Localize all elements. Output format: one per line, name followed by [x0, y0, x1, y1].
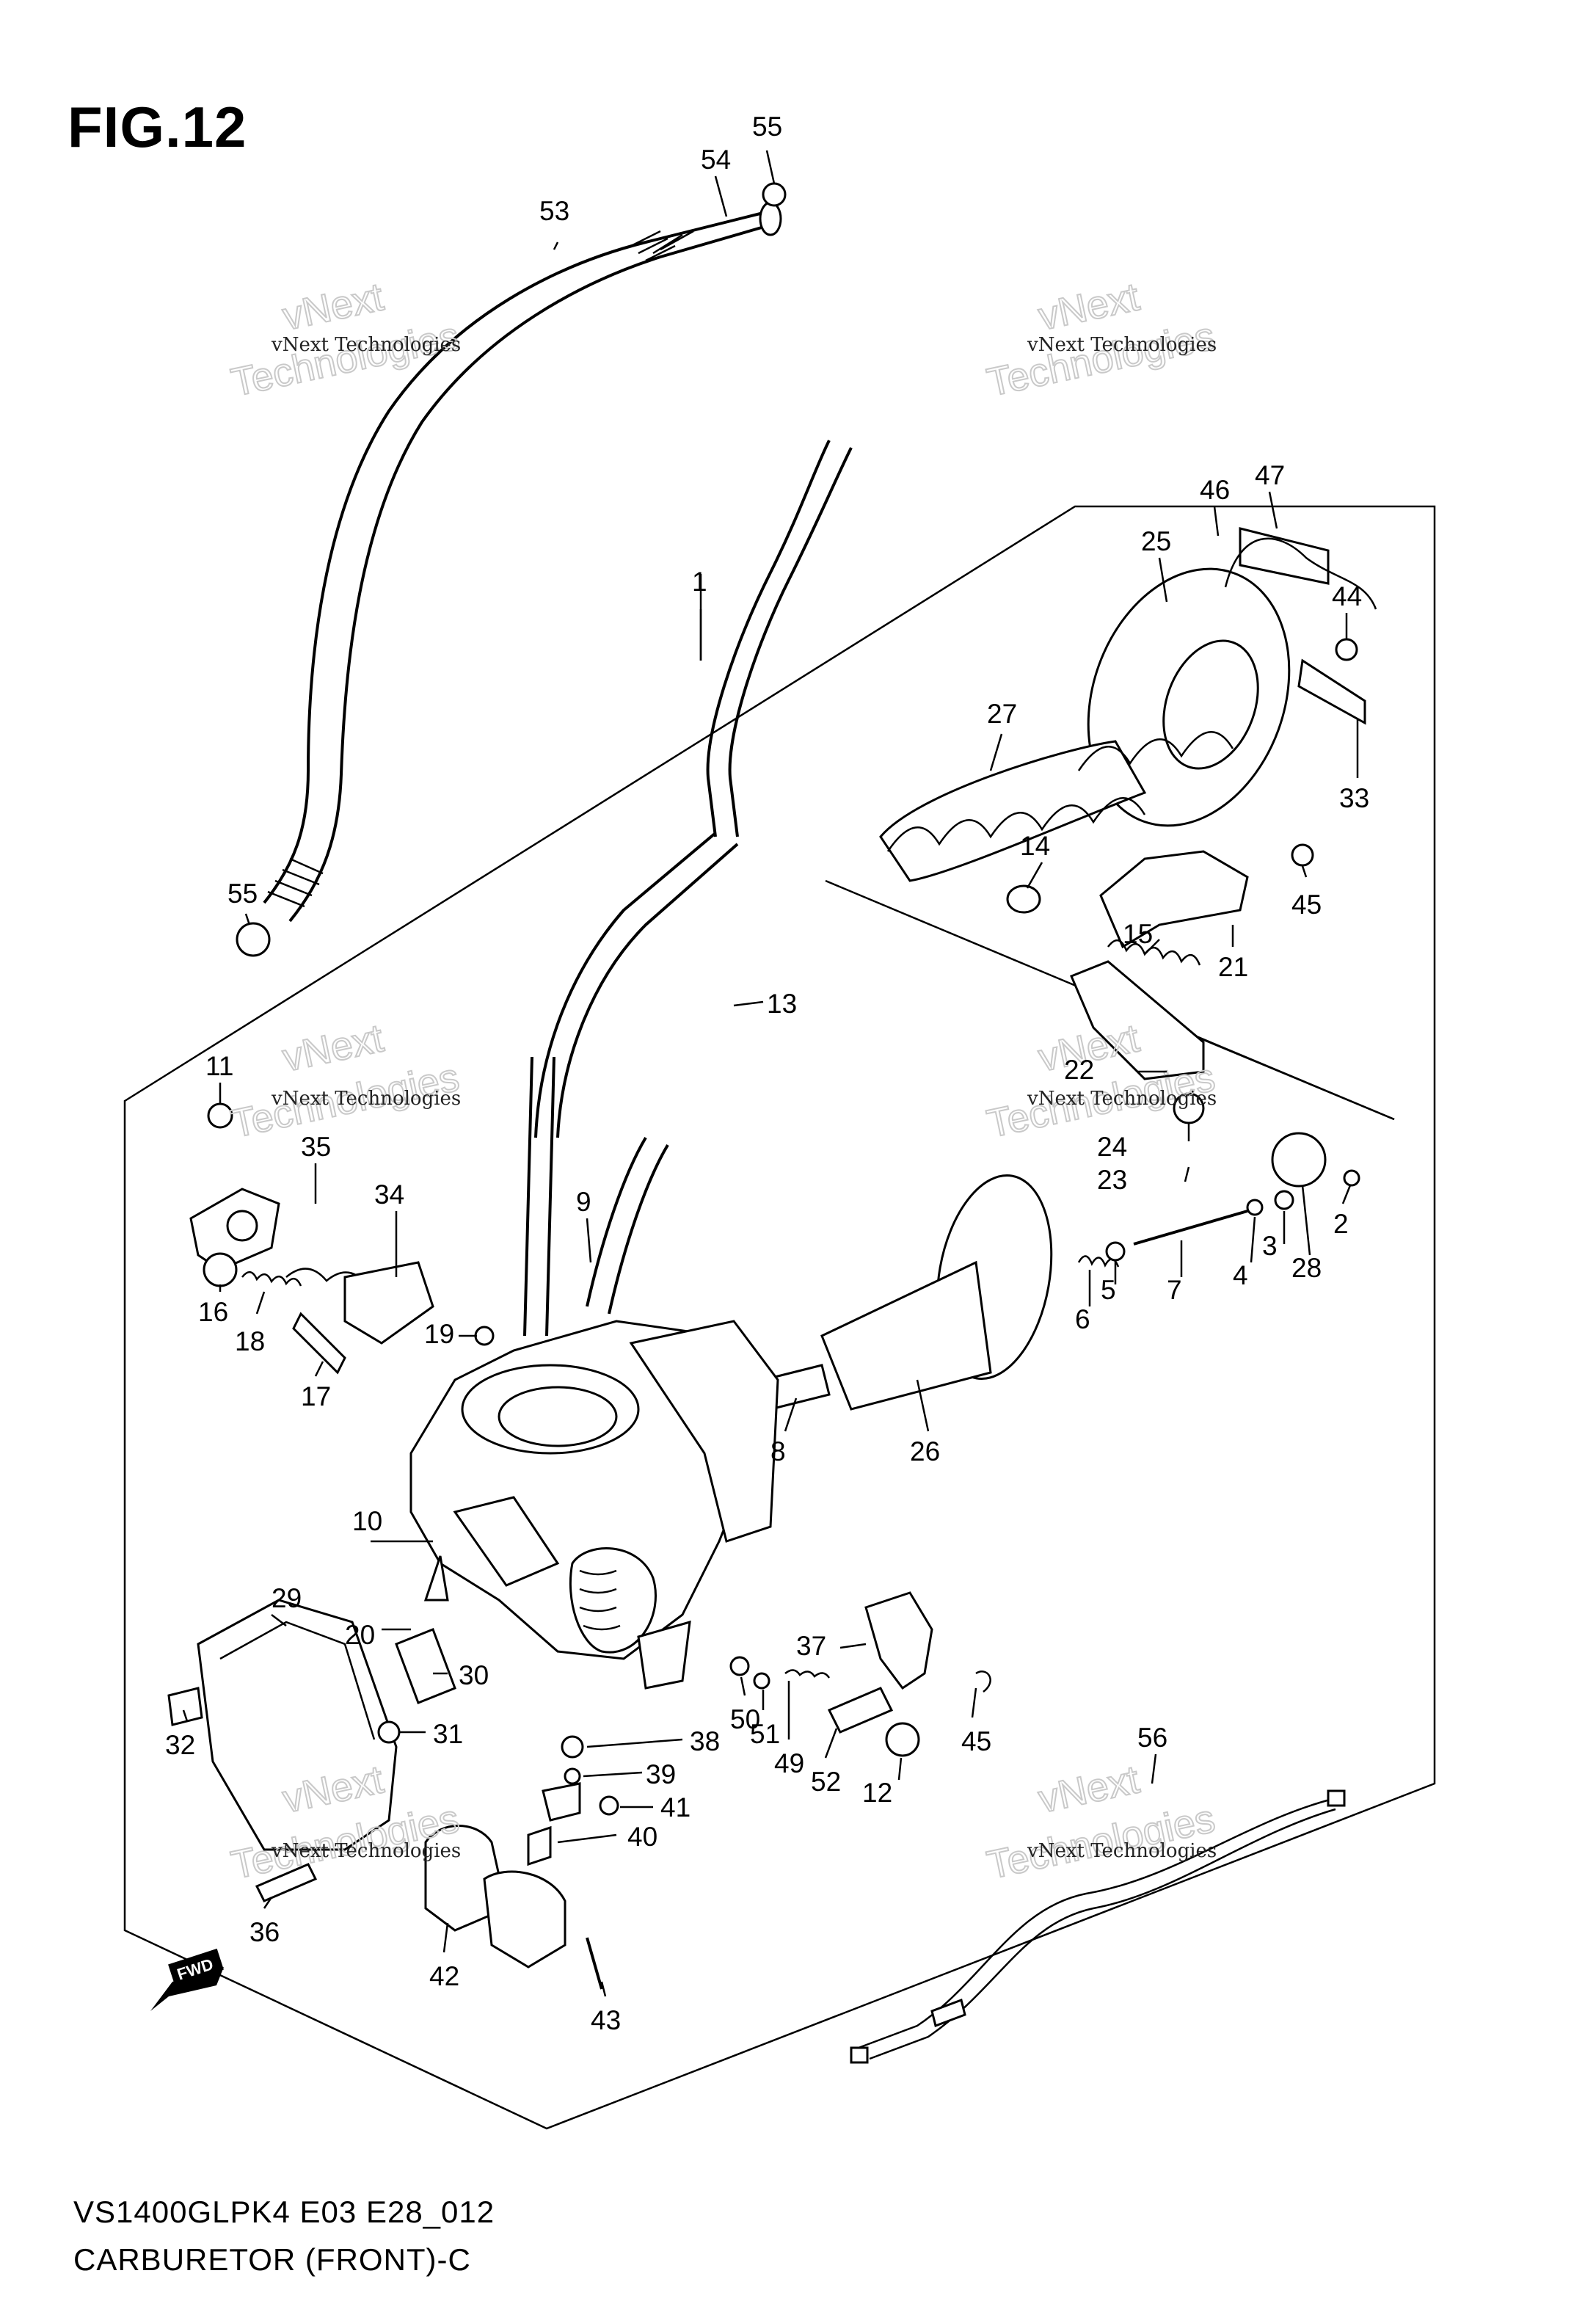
left-parts	[189, 1102, 495, 1375]
callout-3: 3	[1262, 1231, 1278, 1261]
carburetor-body	[409, 1320, 779, 1690]
callout-17: 17	[301, 1381, 331, 1411]
callout-51: 51	[750, 1719, 780, 1749]
callout-56: 56	[1137, 1723, 1167, 1753]
callout-55-left: 55	[227, 879, 258, 909]
callout-52: 52	[811, 1767, 841, 1797]
callout-24: 24	[1097, 1132, 1127, 1162]
callout-18: 18	[235, 1326, 265, 1356]
callout-39: 39	[646, 1759, 676, 1789]
callout-22: 22	[1064, 1055, 1094, 1085]
callouts: 1 2 3 4 5 6 7 8 9 10 11 12 13 14 15 16 1…	[165, 112, 1369, 2035]
callout-45-upper: 45	[1291, 890, 1322, 920]
right-lower-parts	[729, 1591, 991, 1757]
watermark-big-line1: vNext	[1035, 1757, 1143, 1821]
callout-29: 29	[272, 1583, 302, 1613]
callout-37: 37	[796, 1631, 826, 1661]
callout-27: 27	[987, 699, 1017, 729]
watermark-text: vNext Technologies	[1027, 334, 1217, 356]
callout-55-top: 55	[752, 112, 782, 142]
float-bowl-group	[167, 1555, 619, 1990]
callout-33: 33	[1339, 783, 1369, 813]
throttle-cable	[850, 1789, 1346, 2064]
callout-32: 32	[165, 1730, 195, 1760]
callout-47: 47	[1255, 460, 1285, 490]
callout-13: 13	[767, 989, 797, 1019]
callout-19: 19	[424, 1319, 454, 1349]
watermark-big-line2: Technologies	[227, 314, 463, 405]
vacuum-piston-group	[762, 567, 1291, 1411]
callout-31: 31	[433, 1719, 463, 1749]
callout-28: 28	[1291, 1253, 1322, 1283]
callout-41: 41	[660, 1792, 690, 1822]
callout-4: 4	[1233, 1260, 1248, 1290]
watermark-text: vNext Technologies	[271, 334, 461, 356]
callout-2: 2	[1333, 1209, 1349, 1239]
callout-15: 15	[1123, 919, 1153, 949]
callout-26: 26	[910, 1436, 940, 1466]
callout-42: 42	[429, 1961, 459, 1991]
callout-35: 35	[301, 1132, 331, 1162]
watermark-big-line1: vNext	[279, 1016, 387, 1080]
model-code: VS1400GLPK4 E03 E28_012	[73, 2195, 495, 2229]
watermark-big-line1: vNext	[1035, 275, 1143, 338]
figure-title: FIG.12	[68, 95, 247, 159]
callout-23: 23	[1097, 1165, 1127, 1195]
callout-25: 25	[1141, 526, 1171, 556]
watermark-text: vNext Technologies	[271, 1088, 461, 1110]
watermark-big-line1: vNext	[279, 275, 387, 338]
callout-14: 14	[1020, 831, 1050, 861]
diagram-caption: CARBURETOR (FRONT)-C	[73, 2242, 471, 2277]
callout-53: 53	[539, 196, 569, 226]
watermark-text: vNext Technologies	[271, 1840, 461, 1862]
callout-50: 50	[730, 1704, 760, 1734]
callout-16: 16	[198, 1297, 228, 1327]
fwd-arrow-icon: FWD	[150, 1948, 224, 2011]
callout-54: 54	[701, 145, 731, 175]
callout-10: 10	[352, 1506, 382, 1536]
callout-43: 43	[591, 2005, 621, 2035]
callout-40: 40	[627, 1822, 657, 1852]
callout-45-lower: 45	[961, 1726, 991, 1756]
callout-20: 20	[345, 1620, 375, 1650]
callout-49: 49	[774, 1748, 804, 1778]
leader-lines	[182, 150, 1359, 1997]
callout-30: 30	[459, 1660, 489, 1690]
callout-12: 12	[862, 1778, 892, 1808]
vent-hose	[236, 182, 787, 957]
watermark-text: vNext Technologies	[1027, 1088, 1217, 1110]
callout-34: 34	[374, 1179, 404, 1210]
callout-7: 7	[1167, 1275, 1182, 1305]
callout-5: 5	[1101, 1275, 1116, 1305]
callout-8: 8	[770, 1436, 786, 1466]
callout-6: 6	[1075, 1304, 1090, 1334]
callout-44: 44	[1332, 581, 1362, 611]
jet-needle-group	[1077, 1169, 1360, 1268]
fuel-hoses	[523, 440, 853, 1337]
callout-1: 1	[692, 567, 707, 597]
callout-36: 36	[249, 1917, 280, 1947]
callout-46: 46	[1200, 475, 1230, 505]
callout-11: 11	[205, 1051, 233, 1081]
linkage-brackets	[1006, 527, 1377, 1188]
callout-9: 9	[576, 1187, 591, 1217]
callout-38: 38	[690, 1726, 720, 1756]
callout-21: 21	[1218, 952, 1248, 982]
watermark-big-line2: Technologies	[983, 314, 1219, 405]
watermark-text: vNext Technologies	[1027, 1840, 1217, 1862]
